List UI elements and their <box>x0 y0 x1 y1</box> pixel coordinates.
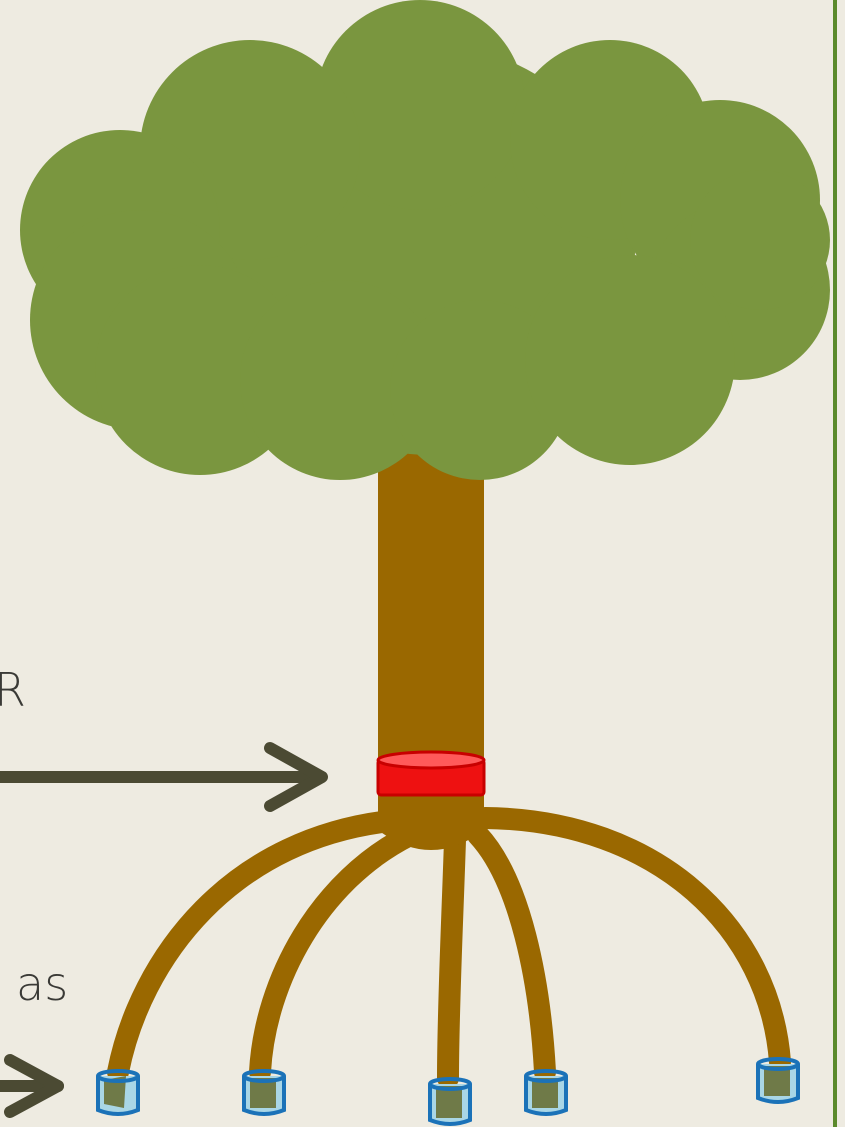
label-lower-partial: as <box>16 957 68 1011</box>
arrow-to-cup <box>0 1054 64 1118</box>
root-2 <box>249 824 421 1083</box>
cup-5 <box>756 1057 800 1104</box>
cup-3 <box>428 1077 472 1126</box>
trunk <box>378 420 484 815</box>
root-3 <box>437 829 466 1089</box>
cup-2 <box>242 1069 286 1116</box>
root-1 <box>107 809 411 1083</box>
root-5 <box>474 807 791 1073</box>
roots <box>107 807 791 1089</box>
arrow-to-band <box>0 742 328 812</box>
trunk-base <box>378 800 484 850</box>
canopy <box>20 0 830 480</box>
cup-1 <box>96 1069 140 1116</box>
trunk-band <box>376 750 486 797</box>
label-upper-partial: R <box>0 663 26 717</box>
cup-4 <box>524 1069 568 1116</box>
root-4 <box>467 824 556 1083</box>
root-cups <box>96 1057 800 1126</box>
right-border <box>833 0 837 1127</box>
